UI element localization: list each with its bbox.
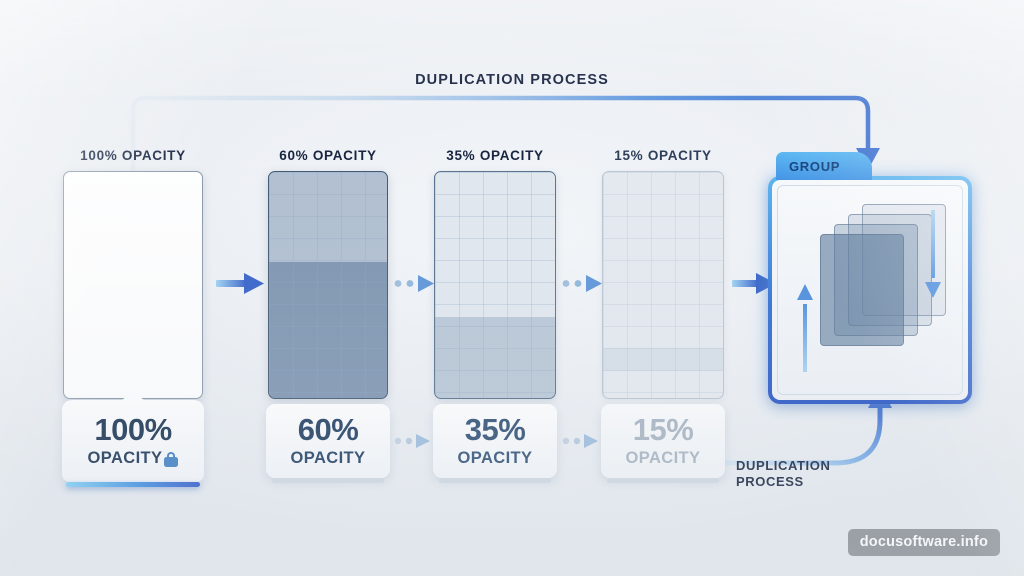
arrow-up-icon — [796, 284, 814, 372]
card-shelf — [439, 478, 551, 483]
card-flow-arrow-1 — [394, 434, 430, 448]
panel-bottom-band — [603, 348, 723, 371]
caption-line-2: PROCESS — [736, 474, 804, 490]
opacity-card-35[interactable]: 35% OPACITY — [433, 404, 557, 483]
opacity-value-60: 60% — [297, 412, 359, 447]
group-inner-area — [777, 185, 963, 395]
panel-grid-texture — [435, 172, 555, 398]
group-panel[interactable]: GROUP — [768, 152, 972, 404]
opacity-card-15[interactable]: 15% OPACITY — [601, 404, 725, 483]
watermark: docusoftware.info — [847, 529, 1000, 556]
duplication-process-caption: DUPLICATION PROCESS — [736, 458, 830, 491]
caption-line-1: DUPLICATION — [736, 458, 831, 473]
column-label-15: 15% OPACITY — [614, 148, 712, 163]
opacity-unit-100: OPACITY — [87, 449, 163, 467]
opacity-value-15: 15% — [632, 412, 694, 447]
panel-top-band — [435, 172, 555, 317]
opacity-card-60[interactable]: 60% OPACITY — [266, 404, 390, 483]
panel-bottom-band — [435, 316, 555, 398]
panel-grid-texture — [603, 172, 723, 398]
panel-bottom-band — [269, 262, 387, 398]
lock-icon — [164, 452, 179, 467]
card-accent-underline — [66, 482, 200, 487]
bottom-connector-path — [713, 402, 883, 466]
opacity-panel-35[interactable] — [434, 171, 556, 399]
opacity-value-100: 100% — [94, 412, 172, 447]
opacity-value-35: 35% — [464, 412, 526, 447]
opacity-panel-60[interactable] — [268, 171, 388, 399]
arrow-down-icon — [924, 210, 942, 298]
group-tab[interactable]: GROUP — [776, 152, 872, 180]
panel-top-band — [269, 172, 387, 263]
card-flow-arrow-2 — [562, 434, 598, 448]
card-shelf — [607, 478, 719, 483]
page-title: DUPLICATION PROCESS — [415, 72, 609, 88]
column-label-60: 60% OPACITY — [279, 148, 377, 163]
column-label-100: 100% OPACITY — [80, 148, 186, 163]
opacity-unit-15: OPACITY — [625, 449, 701, 467]
card-shelf — [272, 478, 384, 483]
column-label-35: 35% OPACITY — [446, 148, 544, 163]
opacity-unit-35: OPACITY — [457, 449, 533, 467]
flow-arrow-3 — [562, 275, 602, 292]
stacked-layer — [820, 234, 904, 346]
group-tab-label: GROUP — [789, 158, 841, 174]
opacity-panel-100[interactable] — [63, 171, 203, 399]
flow-arrow-2 — [394, 275, 434, 292]
opacity-panel-15[interactable] — [602, 171, 724, 399]
opacity-unit-60: OPACITY — [290, 449, 366, 467]
opacity-card-100[interactable]: 100% OPACITY — [62, 400, 204, 487]
flow-arrow-1 — [216, 273, 264, 294]
panel-grid-texture — [269, 172, 387, 398]
